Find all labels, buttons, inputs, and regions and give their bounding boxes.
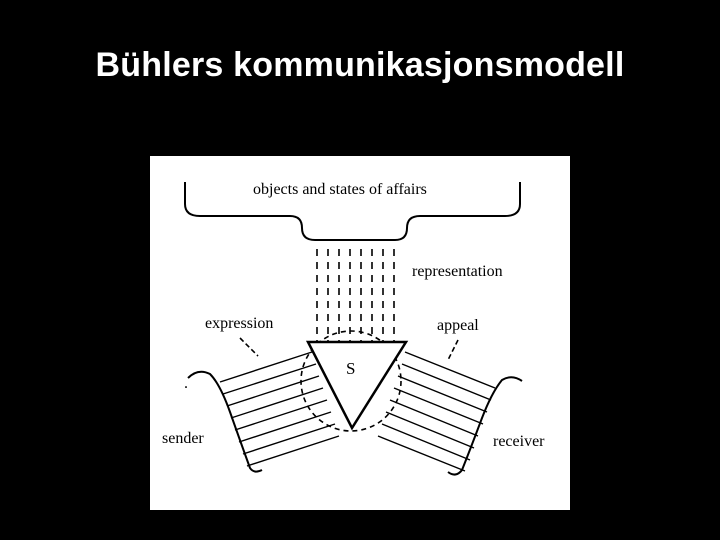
- sign-label: S: [346, 359, 355, 378]
- receiver-hook: [447, 376, 523, 476]
- expression-arrow: [239, 337, 259, 357]
- sign-circle: [300, 330, 402, 432]
- appeal-label: appeal: [437, 317, 479, 334]
- expression-label: expression: [205, 315, 273, 332]
- objects-label: objects and states of affairs: [253, 181, 427, 198]
- sender-lines: [219, 351, 340, 467]
- organon-model-figure: objects and states of affairs representa…: [150, 156, 570, 510]
- representation-lines: [316, 249, 395, 341]
- receiver-label: receiver: [493, 433, 545, 450]
- slide-title: Bühlers kommunikasjonsmodell: [95, 46, 625, 84]
- sender-dot: .: [184, 375, 188, 392]
- sender-label: sender: [162, 430, 204, 447]
- receiver-lines: [377, 351, 496, 472]
- organon-model-diagram: objects and states of affairs representa…: [162, 181, 545, 476]
- sign-triangle: [305, 340, 409, 431]
- sender-hook: [187, 370, 263, 473]
- representation-label: representation: [412, 263, 503, 280]
- appeal-arrow: [447, 339, 459, 361]
- objects-brace: [184, 182, 521, 241]
